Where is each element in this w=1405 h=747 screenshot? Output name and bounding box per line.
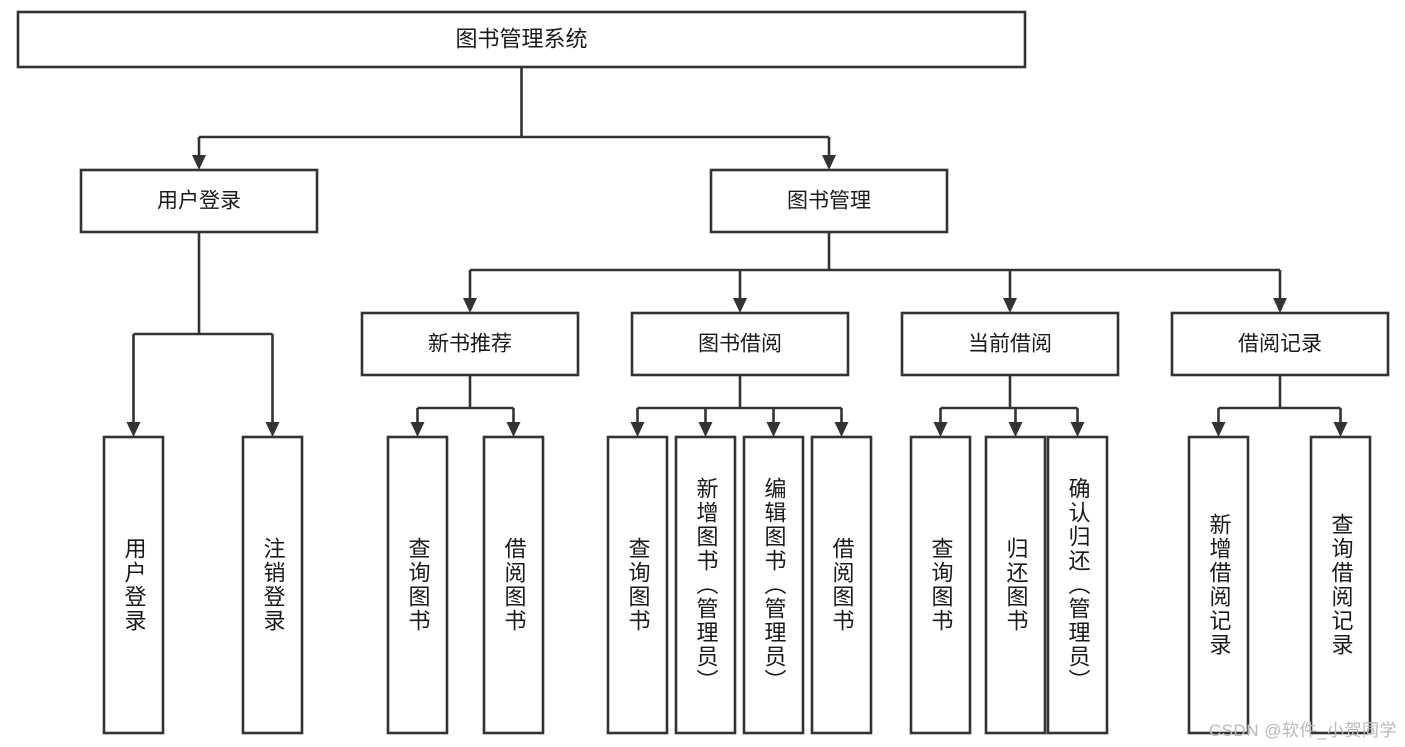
bookmgmt-to-borrow-record-arrowhead (1273, 298, 1287, 313)
node-new-book-recommend-rect (360, 311, 580, 377)
node-leaf-user-login-rect (102, 435, 165, 735)
book-borrow-to-leaf-query-book-2-arrowhead (630, 422, 645, 437)
node-leaf-query-book-2[interactable] (606, 435, 669, 735)
node-current-borrow-label: 当前借阅 (968, 333, 1052, 356)
node-user-login[interactable]: 用户登录 (79, 168, 319, 234)
node-leaf-query-book-1[interactable] (386, 435, 449, 735)
book-borrow-to-leaf-add-book-arrowhead (698, 422, 713, 437)
node-leaf-borrow-book-2-rect (810, 435, 873, 735)
node-new-book-recommend-label: 新书推荐 (428, 333, 512, 356)
node-leaf-edit-book-rect (742, 435, 805, 735)
node-leaf-query-book-3[interactable] (909, 435, 972, 735)
node-book-borrow[interactable]: 图书借阅 (630, 311, 850, 377)
node-leaf-return-book[interactable] (984, 435, 1047, 735)
node-current-borrow-rect (900, 311, 1120, 377)
node-leaf-add-record[interactable] (1187, 435, 1250, 735)
node-leaf-confirm-return-rect (1046, 435, 1109, 735)
node-leaf-confirm-return[interactable] (1046, 435, 1109, 735)
node-leaf-add-book-rect (674, 435, 737, 735)
user-login-to-leaf-user-login-arrowhead (126, 422, 141, 437)
node-leaf-return-book-rect (984, 435, 1047, 735)
node-user-login-rect (79, 168, 319, 234)
node-borrow-record-label: 借阅记录 (1238, 333, 1322, 356)
node-leaf-query-book-3-rect (909, 435, 972, 735)
node-new-book-recommend[interactable]: 新书推荐 (360, 311, 580, 377)
bookmgmt-to-book-borrow-arrowhead (733, 298, 747, 313)
node-book-management-label: 图书管理 (787, 190, 871, 213)
node-book-management-rect (709, 168, 949, 234)
node-book-management[interactable]: 图书管理 (709, 168, 949, 234)
current-borrow-to-leaf-query-book-3-arrowhead (933, 422, 948, 437)
node-leaf-add-book[interactable] (674, 435, 737, 735)
node-user-login-label: 用户登录 (157, 190, 241, 213)
node-leaf-borrow-book-1-rect (482, 435, 545, 735)
watermark-text: CSDN @软件_小贺同学 (1208, 721, 1397, 740)
node-book-borrow-rect (630, 311, 850, 377)
root-to-user-login-arrowhead (192, 155, 206, 170)
node-current-borrow[interactable]: 当前借阅 (900, 311, 1120, 377)
book-borrow-to-leaf-edit-book-arrowhead (766, 422, 781, 437)
node-leaf-borrow-book-1[interactable] (482, 435, 545, 735)
current-borrow-to-leaf-return-book-arrowhead (1008, 422, 1023, 437)
node-leaf-logout[interactable] (241, 435, 304, 735)
book-borrow-to-leaf-borrow-book-2-arrowhead (834, 422, 849, 437)
node-root-system-rect (16, 10, 1027, 69)
node-borrow-record[interactable]: 借阅记录 (1170, 311, 1390, 377)
node-root-system-label: 图书管理系统 (455, 26, 587, 51)
borrow-record-to-leaf-add-record-arrowhead (1211, 422, 1226, 437)
node-leaf-edit-book[interactable] (742, 435, 805, 735)
node-leaf-query-book-2-rect (606, 435, 669, 735)
node-leaf-borrow-book-2[interactable] (810, 435, 873, 735)
node-leaf-query-book-1-rect (386, 435, 449, 735)
new-book-recommend-to-leaf-borrow-book-1-arrowhead (506, 422, 521, 437)
node-leaf-query-record-rect (1309, 435, 1372, 735)
node-leaf-query-record[interactable] (1309, 435, 1372, 735)
borrow-record-to-leaf-query-record-arrowhead (1333, 422, 1348, 437)
node-leaf-logout-rect (241, 435, 304, 735)
new-book-recommend-to-leaf-query-book-1-arrowhead (410, 422, 425, 437)
connectors-layer (126, 67, 1348, 437)
node-root-system[interactable]: 图书管理系统 (16, 10, 1027, 69)
bookmgmt-to-new-book-recommend-arrowhead (463, 298, 477, 313)
node-leaf-add-record-rect (1187, 435, 1250, 735)
current-borrow-to-leaf-confirm-return-arrowhead (1070, 422, 1085, 437)
node-book-borrow-label: 图书借阅 (698, 333, 782, 356)
node-leaf-user-login[interactable] (102, 435, 165, 735)
user-login-to-leaf-logout-arrowhead (265, 422, 280, 437)
node-borrow-record-rect (1170, 311, 1390, 377)
bookmgmt-to-current-borrow-arrowhead (1003, 298, 1017, 313)
root-to-book-management-arrowhead (822, 155, 836, 170)
